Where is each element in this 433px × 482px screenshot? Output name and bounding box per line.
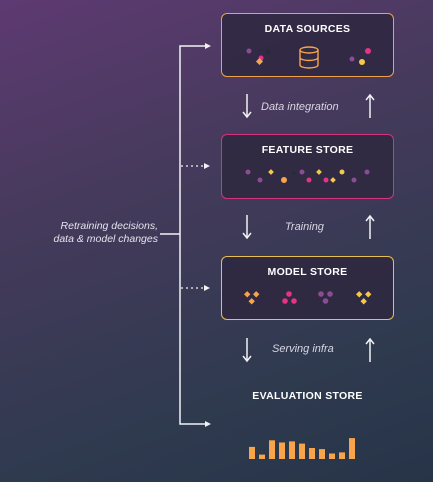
- feature-store-box: FEATURE STORE: [221, 134, 394, 199]
- evaluation-bar: [279, 442, 285, 459]
- data-sources-title: DATA SOURCES: [264, 23, 351, 35]
- down-arrow-icon: [242, 338, 252, 363]
- data-integration-label: Data integration: [261, 101, 339, 113]
- up-arrow-icon: [365, 93, 375, 118]
- model-store-illustration: [244, 291, 372, 305]
- evaluation-bar: [319, 449, 325, 459]
- down-arrow-icon: [242, 215, 252, 240]
- model-cluster-pink: [282, 291, 297, 304]
- serving-infra-label: Serving infra: [272, 343, 334, 355]
- model-cluster-orange: [244, 291, 260, 305]
- evaluation-bar: [329, 453, 335, 459]
- evaluation-bar: [289, 441, 295, 459]
- up-arrow-icon: [365, 337, 375, 362]
- up-arrow-icon: [365, 214, 375, 239]
- feedback-label-line1: Retraining decisions,: [60, 220, 158, 232]
- evaluation-bar: [349, 438, 355, 459]
- model-store-title: MODEL STORE: [267, 266, 348, 278]
- evaluation-store-title: EVALUATION STORE: [252, 390, 363, 402]
- feature-store-title: FEATURE STORE: [261, 144, 354, 156]
- training-label: Training: [285, 221, 324, 233]
- model-cluster-yellow: [356, 291, 372, 305]
- model-store-box: MODEL STORE: [221, 256, 394, 320]
- data-sources-illustration: [246, 46, 371, 69]
- evaluation-store-box: EVALUATION STORE: [221, 380, 394, 464]
- evaluation-bar: [339, 452, 345, 459]
- feature-store-illustration: [245, 169, 370, 183]
- data-sources-box: DATA SOURCES: [221, 13, 394, 77]
- down-arrow-icon: [242, 94, 252, 119]
- evaluation-bar: [299, 443, 305, 459]
- evaluation-bar: [249, 446, 255, 459]
- feedback-label-line2: data & model changes: [53, 233, 159, 245]
- evaluation-bar: [259, 454, 265, 459]
- evaluation-bars: [249, 438, 355, 459]
- evaluation-bar: [269, 440, 275, 459]
- model-cluster-purple: [318, 291, 333, 304]
- database-icon: [299, 46, 319, 69]
- evaluation-bar: [309, 448, 315, 459]
- feedback-label: Retraining decisions, data & model chang…: [8, 220, 159, 246]
